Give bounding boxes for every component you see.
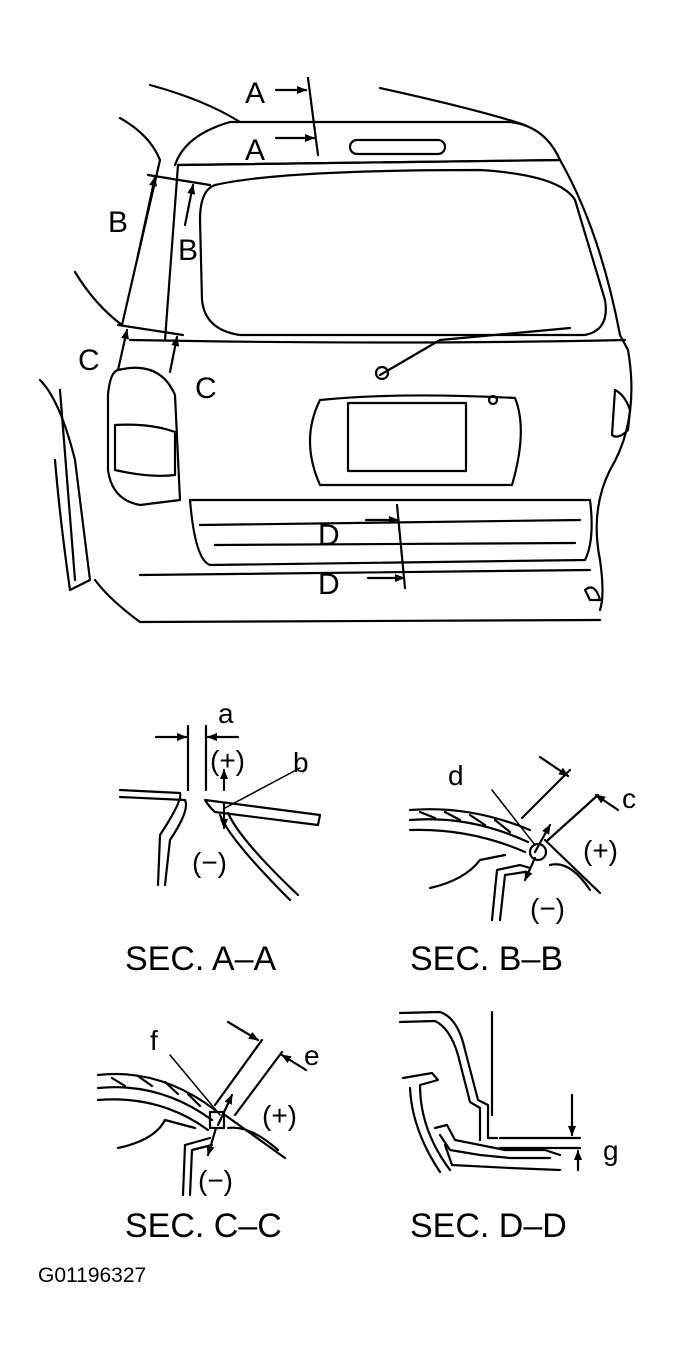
roof-outline bbox=[173, 120, 562, 167]
section-title-aa: SEC. A–A bbox=[125, 940, 277, 978]
label-b: b bbox=[293, 747, 309, 778]
section-title-dd: SEC. D–D bbox=[410, 1207, 567, 1245]
section-cut-marks bbox=[116, 76, 407, 590]
label-c: c bbox=[622, 783, 636, 814]
label-d-lower: D bbox=[318, 568, 340, 601]
license-plate bbox=[346, 401, 468, 473]
vehicle-rear-view bbox=[38, 83, 633, 624]
section-b-b: d c (+) (−) SEC. B–B bbox=[408, 755, 636, 978]
label-a-upper: A bbox=[245, 77, 265, 110]
wiper-arm bbox=[378, 326, 572, 377]
label-c-right: C bbox=[195, 372, 217, 405]
label-b-left: B bbox=[108, 206, 128, 239]
label-e: e bbox=[304, 1040, 320, 1071]
high-mount-stop-lamp bbox=[348, 138, 447, 156]
figure-id: G01196327 bbox=[38, 1264, 146, 1287]
section-title-bb: SEC. B–B bbox=[410, 940, 563, 978]
label-c-left: C bbox=[78, 344, 100, 377]
section-title-cc: SEC. C–C bbox=[125, 1207, 282, 1245]
label-minus-aa: (−) bbox=[192, 847, 227, 878]
section-d-d: g SEC. D–D bbox=[398, 1010, 619, 1245]
label-g: g bbox=[603, 1135, 619, 1166]
rear-window bbox=[198, 168, 607, 337]
label-f: f bbox=[150, 1025, 158, 1056]
label-plus-cc: (+) bbox=[262, 1100, 297, 1131]
left-tail-lamp bbox=[106, 366, 182, 507]
section-c-c: f e (+) (−) SEC. C–C bbox=[96, 1020, 320, 1245]
rear-bumper bbox=[188, 498, 593, 567]
label-plus-aa: (+) bbox=[210, 745, 245, 776]
vehicle-section-labels: A A B B C C D D bbox=[78, 77, 340, 601]
label-b-right: B bbox=[178, 234, 198, 267]
license-garnish bbox=[308, 394, 522, 487]
label-minus-bb: (−) bbox=[530, 893, 565, 924]
label-d: d bbox=[448, 760, 464, 791]
label-plus-bb: (+) bbox=[583, 835, 618, 866]
label-a: a bbox=[218, 698, 234, 729]
section-a-a: a b (+) (−) SEC. A–A bbox=[118, 698, 322, 978]
label-a-lower: A bbox=[245, 134, 265, 167]
label-d-upper: D bbox=[318, 519, 340, 552]
label-minus-cc: (−) bbox=[198, 1165, 233, 1196]
